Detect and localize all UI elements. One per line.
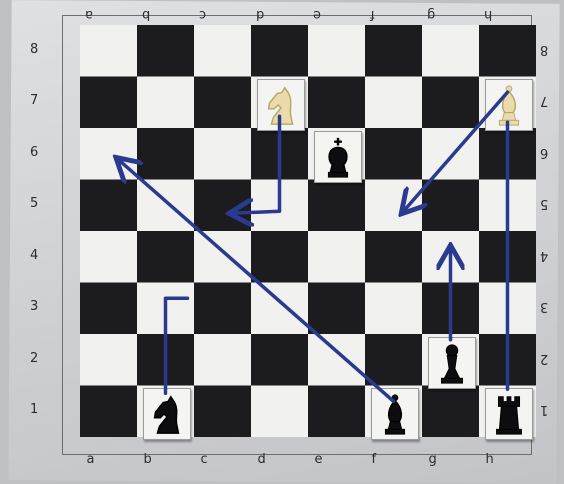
knight-b1-to-c3-path (166, 298, 188, 393)
knight-d7-to-c5-path (233, 116, 280, 213)
bishop-f1-to-a6-arrow (119, 160, 394, 402)
bishop-h7-to-f5-arrow (404, 92, 508, 211)
